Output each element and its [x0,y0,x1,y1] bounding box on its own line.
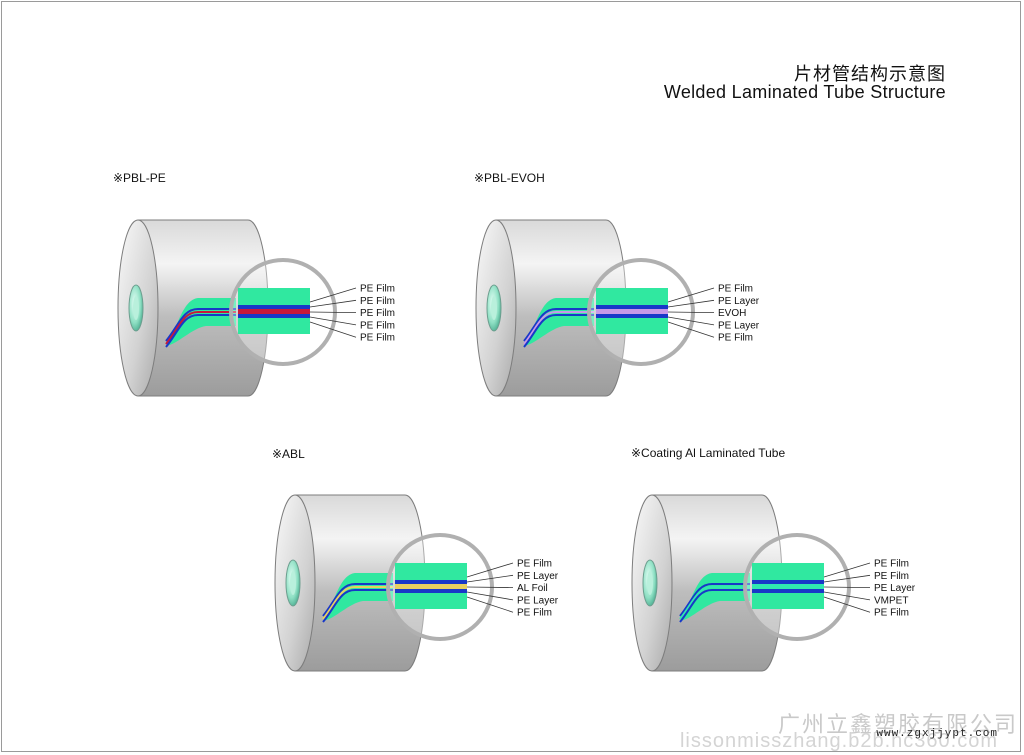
sweep-layer-2 [322,586,393,620]
magnified-layer-middle [752,584,824,589]
layer-leader-line-3 [667,311,715,313]
layer-label-1: PE Film [360,284,395,295]
magnified-layer-top [395,580,467,584]
magnified-layer-bottom [395,589,467,593]
layer-label-3: PE Film [360,308,395,319]
layer-leader-line-2 [466,574,514,583]
layer-leader-line-5 [823,596,871,613]
layer-label-4: PE Layer [517,595,559,606]
layer-label-4: PE Film [360,320,395,331]
sweep-layer-1 [322,583,393,617]
magnified-layer-top [752,580,824,584]
roll-core-inner [491,296,497,320]
sweep-layer-1 [523,308,594,342]
magnified-layer-bottom [752,589,824,593]
magnified-layer-bottom [238,314,310,318]
layer-label-2: PE Layer [718,296,760,307]
roll-core-inner [290,571,296,595]
layer-leader-line-1 [309,287,357,303]
layer-leader-line-4 [466,591,514,601]
layer-leader-line-1 [466,562,514,578]
layer-label-3: AL Foil [517,583,548,594]
layer-label-2: PE Layer [517,571,559,582]
layer-label-5: PE Film [517,608,552,619]
layer-label-2: PE Film [874,571,909,582]
sweep-layer-1 [165,308,236,342]
layer-label-5: PE Film [718,333,753,344]
sweep-layer-3 [322,589,393,623]
magnified-layer-middle [238,309,310,314]
layer-leader-line-2 [667,299,715,308]
sweep-layer-2 [165,311,236,345]
diagram-label-coating-al: ※Coating Al Laminated Tube [631,446,786,460]
layer-leader-line-3 [466,586,514,588]
layer-label-1: PE Film [874,559,909,570]
watermark-url: lissonmisszhang.b2b.hc360.com [679,730,998,752]
layer-label-1: PE Film [718,284,753,295]
layer-leader-line-3 [823,586,871,588]
layer-label-4: PE Layer [718,320,760,331]
page-title-chinese: 片材管结构示意图 [794,64,946,84]
layer-label-1: PE Film [517,559,552,570]
roll-core-inner [133,296,139,320]
magnified-layer-bottom [596,314,668,318]
magnified-layer-top [596,305,668,309]
layer-leader-line-3 [309,311,357,313]
layer-leader-line-4 [309,316,357,326]
layer-leader-line-5 [309,321,357,338]
layer-leader-line-4 [823,591,871,601]
watermark-site: www.zgxjjypt.com [876,728,998,740]
roll-core-inner [647,571,653,595]
layer-label-2: PE Film [360,296,395,307]
layer-label-4: VMPET [874,595,908,606]
layer-leader-line-2 [823,574,871,583]
diagram-label-abl: ※ABL [272,447,305,461]
watermark-company: 广州立鑫塑胶有限公司 [777,712,1018,737]
sweep-layer-3 [165,314,236,348]
layer-leader-line-2 [309,299,357,308]
diagram-label-pbl-pe: ※PBL-PE [113,171,166,185]
layer-leader-line-5 [466,596,514,613]
sweep-layer-3 [523,314,594,348]
layer-leader-line-1 [667,287,715,303]
layer-leader-line-1 [823,562,871,578]
magnified-layer-middle [596,309,668,314]
sweep-layer-3 [679,589,750,623]
page-title-english: Welded Laminated Tube Structure [663,82,946,102]
layer-leader-line-5 [667,321,715,338]
layer-label-5: PE Film [874,608,909,619]
layer-label-3: PE Layer [874,583,916,594]
sweep-layer-1 [679,583,750,617]
diagram-label-pbl-evoh: ※PBL-EVOH [474,171,545,185]
layer-label-3: EVOH [718,308,746,319]
magnified-layer-middle [395,584,467,589]
sweep-layer-2 [523,311,594,345]
layer-label-5: PE Film [360,333,395,344]
layer-leader-line-4 [667,316,715,326]
sweep-layer-2 [679,586,750,620]
magnified-layer-top [238,305,310,309]
